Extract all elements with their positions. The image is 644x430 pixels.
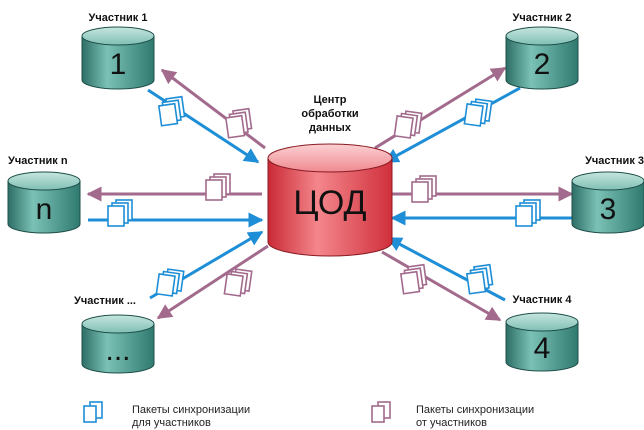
participant-2-node: Участник 2 2: [505, 12, 579, 90]
participant-n-number: n: [36, 193, 53, 226]
participant-dots-node: Участник ... ...: [74, 295, 155, 374]
participant-3-label: Участник 3: [585, 155, 644, 167]
participant-n-label: Участник n: [8, 155, 68, 167]
packet-icon-blue: [515, 199, 541, 227]
participant-1-node: Участник 1 1: [81, 12, 155, 90]
legend-outgoing-line-2: для участников: [132, 417, 211, 429]
participant-2-number: 2: [534, 48, 551, 81]
packet-icon-mauve: [393, 110, 423, 139]
legend-outgoing-line-1: Пакеты синхронизации: [132, 404, 250, 416]
center-title-line-2: обработки: [301, 108, 358, 120]
packet-icon-mauve: [399, 263, 428, 295]
packet-icon-blue: [157, 95, 186, 127]
legend: Пакеты синхронизации для участников Паке…: [83, 401, 534, 429]
participant-dots-label: Участник ...: [74, 295, 136, 307]
participant-1-label: Участник 1: [89, 12, 148, 24]
participant-1-number: 1: [110, 48, 127, 81]
arrow-from-participant-2: [383, 86, 521, 164]
packet-icon-blue: [107, 199, 133, 227]
legend-incoming-line-1: Пакеты синхронизации: [416, 404, 534, 416]
center-title-line-1: Центр: [313, 94, 346, 106]
participant-dots-number: ...: [105, 334, 130, 367]
legend-outgoing-icon: [83, 401, 103, 423]
data-center-node: Центр обработки данных ЦОД: [267, 94, 393, 257]
participant-3-node: Участник 3 3: [571, 155, 644, 234]
center-label: ЦОД: [293, 184, 366, 222]
participant-4-node: Участник 4 4: [505, 294, 579, 372]
packet-icon-mauve: [224, 107, 253, 139]
packet-icon-mauve: [205, 173, 231, 201]
participant-4-label: Участник 4: [513, 294, 573, 306]
packet-icon-blue: [155, 268, 185, 297]
participant-n-node: Участник n n: [7, 155, 81, 234]
arrow-to-participant-4: [381, 250, 502, 322]
participant-3-number: 3: [600, 193, 617, 226]
arrow-to-participant-1: [160, 68, 266, 150]
participant-4-number: 4: [534, 332, 551, 365]
participant-2-label: Участник 2: [513, 12, 572, 24]
legend-incoming-line-2: от участников: [416, 417, 487, 429]
packet-icon-blue: [465, 263, 494, 295]
packet-icon-blue: [463, 98, 493, 127]
arrow-to-participant-dots: [156, 244, 269, 320]
legend-incoming-icon: [371, 401, 391, 423]
center-title-line-3: данных: [309, 122, 352, 134]
packet-icon-mauve: [411, 175, 437, 203]
packet-icon-mauve: [223, 268, 253, 297]
